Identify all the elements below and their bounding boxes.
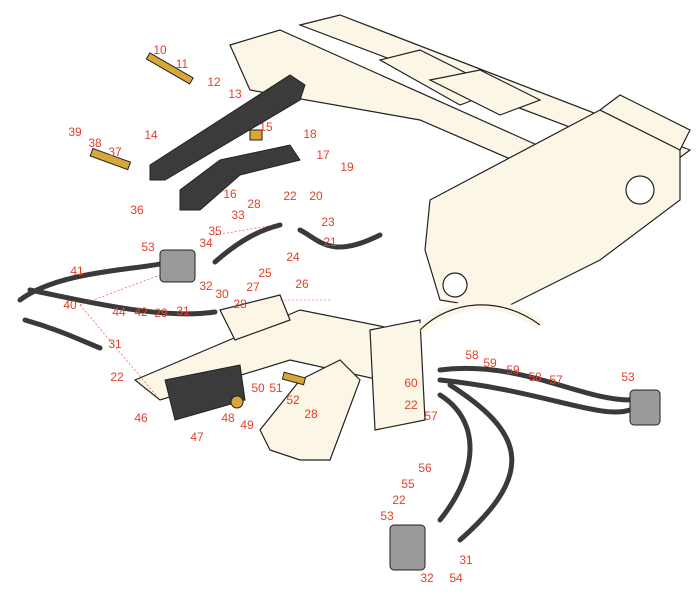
callout-label: 22 — [283, 189, 297, 203]
callout-label: 47 — [190, 430, 204, 444]
callout-label: 17 — [316, 148, 330, 162]
callout-label: 18 — [303, 127, 317, 141]
callout-label: 13 — [228, 87, 242, 101]
callout-label: 49 — [240, 418, 254, 432]
callout-label: 50 — [251, 381, 265, 395]
hoses — [17, 222, 633, 543]
callout-label: 34 — [199, 236, 213, 250]
callout-label: 12 — [207, 75, 221, 89]
callout-label: 32 — [420, 571, 434, 585]
callout-label: 24 — [286, 250, 300, 264]
callout-label: 38 — [88, 136, 102, 150]
callout-label: 59 — [506, 363, 520, 377]
callout-label: 15 — [259, 120, 273, 134]
callout-label: 42 — [134, 305, 148, 319]
callout-label: 58 — [528, 370, 542, 384]
callout-label: 35 — [208, 224, 222, 238]
callout-label: 51 — [269, 381, 283, 395]
hydraulic-motors — [159, 249, 661, 571]
callout-label: 16 — [223, 187, 237, 201]
callout-label: 44 — [112, 305, 126, 319]
callout-label: 22 — [392, 493, 406, 507]
callout-label: 28 — [304, 407, 318, 421]
callout-label: 11 — [175, 57, 189, 71]
callout-label: 28 — [233, 297, 247, 311]
callout-label: 58 — [465, 348, 479, 362]
callout-label: 56 — [418, 461, 432, 475]
callout-label: 23 — [321, 215, 335, 229]
callout-label: 32 — [199, 279, 213, 293]
main-frame — [229, 14, 692, 311]
callout-label: 60 — [404, 376, 418, 390]
callout-label: 52 — [286, 393, 300, 407]
callout-label: 57 — [424, 409, 438, 423]
pins — [89, 52, 307, 409]
callout-label: 55 — [401, 477, 415, 491]
callout-label: 30 — [215, 287, 229, 301]
upper-arm — [149, 74, 306, 421]
callout-label: 37 — [108, 145, 122, 159]
callout-label: 31 — [108, 337, 122, 351]
callout-label: 14 — [144, 128, 158, 142]
callout-label: 53 — [380, 509, 394, 523]
callout-label: 41 — [70, 264, 84, 278]
callout-label: 20 — [309, 189, 323, 203]
callout-label: 59 — [483, 356, 497, 370]
callout-label: 19 — [340, 160, 354, 174]
callout-label: 22 — [404, 398, 418, 412]
callout-label: 29 — [154, 306, 168, 320]
callout-label: 40 — [63, 298, 77, 312]
callout-label: 31 — [176, 304, 190, 318]
callout-label: 53 — [621, 370, 635, 384]
callout-label: 46 — [134, 411, 148, 425]
callout-label: 36 — [130, 203, 144, 217]
callout-label: 28 — [247, 197, 261, 211]
callout-label: 53 — [141, 240, 155, 254]
leader-lines — [79, 224, 330, 401]
callout-label: 26 — [295, 277, 309, 291]
callout-label: 31 — [459, 553, 473, 567]
callout-label: 10 — [153, 43, 167, 57]
callout-label: 57 — [549, 373, 563, 387]
callout-label: 21 — [323, 235, 337, 249]
callout-label: 54 — [449, 571, 463, 585]
callout-label: 27 — [246, 280, 260, 294]
callout-label: 48 — [221, 411, 235, 425]
callout-label: 39 — [68, 125, 82, 139]
callout-label: 25 — [258, 266, 272, 280]
callout-label: 33 — [231, 208, 245, 222]
callout-label: 22 — [110, 370, 124, 384]
